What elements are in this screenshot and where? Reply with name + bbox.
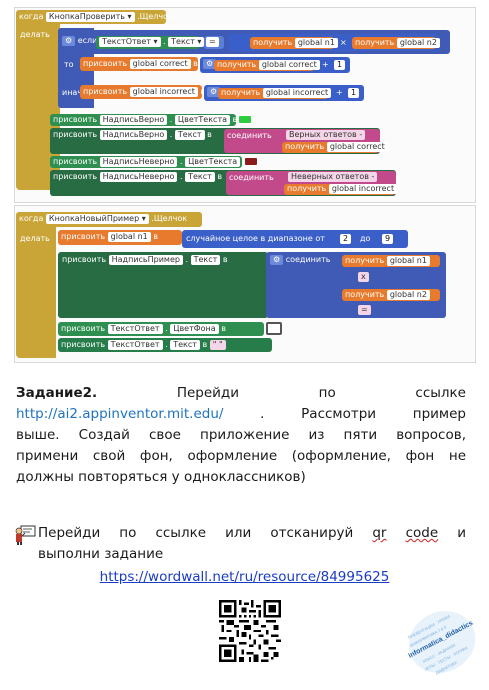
task-line-2: http://ai2.appinventor.mit.edu/ . Рассмо…	[16, 406, 466, 422]
set-color-correct[interactable]: присвоить НадписьВерно . ЦветТекста в	[50, 114, 237, 126]
component-select-new[interactable]: КнопкаНовыйПример ▾	[45, 214, 149, 224]
get-correct[interactable]: получить global correct	[214, 60, 320, 71]
wordwall-link[interactable]: https://wordwall.net/ru/resource/8499562…	[99, 569, 390, 585]
mul-op: ×	[340, 38, 347, 47]
kw-do-2: делать	[20, 234, 50, 243]
set-answer-bg[interactable]: присвоить ТекстОтвет . ЦветФона в	[58, 322, 264, 336]
string-x: x	[358, 272, 369, 282]
prop-select[interactable]: Текст ▾	[168, 37, 205, 47]
plus-op-2: +	[336, 88, 343, 97]
set-incorrect[interactable]: присвоить global incorrect в	[80, 85, 205, 99]
string-correct-label: Верных ответов -	[286, 130, 366, 140]
get-n2-2[interactable]: получить global n2	[342, 289, 440, 301]
set-color-incorrect[interactable]: присвоить НадписьНеверно . ЦветТекста в	[50, 156, 247, 168]
kw-if: если	[77, 36, 98, 45]
task2-line-1: Перейди по ссылке или отсканируй qr code…	[38, 525, 466, 541]
get-incorrect-2[interactable]: получить global incorrect	[284, 184, 398, 195]
event-block-new[interactable]	[16, 212, 56, 358]
comp-select[interactable]: ТекстОтвет ▾	[99, 37, 161, 47]
task-line-3: выше. Создай свое приложение из пяти воп…	[16, 427, 466, 443]
rand-to: 9	[382, 234, 393, 244]
color-white-swatch[interactable]	[266, 322, 282, 335]
set-correct[interactable]: присвоить global correct в	[80, 57, 198, 71]
kw-then: то	[64, 60, 74, 69]
set-n1[interactable]: присвоить global n1 в	[58, 230, 182, 245]
color-green-swatch[interactable]	[238, 115, 252, 124]
task-line-1: Задание2. Перейди по ссылке	[16, 385, 466, 401]
event-header-new[interactable]: когда КнопкаНовыйПример ▾ .Щелчок	[16, 212, 202, 227]
informatica-didactics-stamp: ПРЕЗЕНТАЦИИ · УРОКИ ИНФОРМАТИКА 7 8 9 КЛ…	[392, 592, 489, 690]
get-answer-text[interactable]: ТекстОтвет ▾ . Текст ▾	[96, 36, 205, 49]
qr-code[interactable]	[219, 600, 281, 662]
gear-icon[interactable]: ⚙	[62, 36, 76, 46]
compare-op[interactable]: =	[204, 36, 224, 49]
teacher-at-board-icon	[15, 525, 36, 545]
get-n2[interactable]: получить global n2	[352, 37, 440, 49]
gear-icon[interactable]: ⚙	[207, 87, 221, 97]
get-correct-2[interactable]: получить global correct	[282, 142, 388, 153]
clear-answer-text[interactable]: присвоить ТекстОтвет . Текст в " "	[58, 338, 272, 352]
appinventor-link[interactable]: http://ai2.appinventor.mit.edu/	[16, 406, 224, 422]
get-n1[interactable]: получить global n1	[250, 37, 338, 49]
task-line-4: примени свой фон, оформление (оформление…	[16, 448, 466, 464]
event-label: .Щелчок	[137, 12, 173, 21]
num-one: 1	[334, 60, 345, 70]
num-one-2: 1	[348, 88, 359, 98]
kw-do: делать	[20, 30, 50, 39]
event-header-check[interactable]: когда КнопкаПроверить ▾ .Щелчок	[16, 10, 173, 24]
kw-when: когда	[19, 12, 44, 21]
string-incorrect-label: Неверных ответов -	[288, 172, 378, 182]
set-example-text[interactable]: присвоить НадписьПример . Текст в	[58, 252, 268, 318]
random-int-block[interactable]: случайное целое в диапазоне от	[182, 230, 408, 248]
task2-line-2: выполни задание	[38, 546, 164, 562]
kw-else: иначе	[62, 88, 87, 97]
component-select[interactable]: КнопкаПроверить ▾	[45, 12, 135, 22]
task-line-5: должны повторяться у одноклассников)	[16, 469, 306, 485]
gear-icon[interactable]: ⚙	[270, 255, 284, 265]
string-eq: =	[358, 305, 371, 315]
color-red-swatch[interactable]	[244, 157, 258, 166]
gear-icon[interactable]: ⚙	[203, 59, 217, 69]
get-n1-2[interactable]: получить global n1	[342, 255, 440, 267]
plus-op: +	[322, 60, 329, 69]
task2-link-row: https://wordwall.net/ru/resource/8499562…	[0, 568, 489, 587]
get-incorrect[interactable]: получить global incorrect	[218, 88, 332, 99]
rand-from: 2	[340, 234, 351, 244]
rand-to-kw: до	[360, 234, 371, 243]
